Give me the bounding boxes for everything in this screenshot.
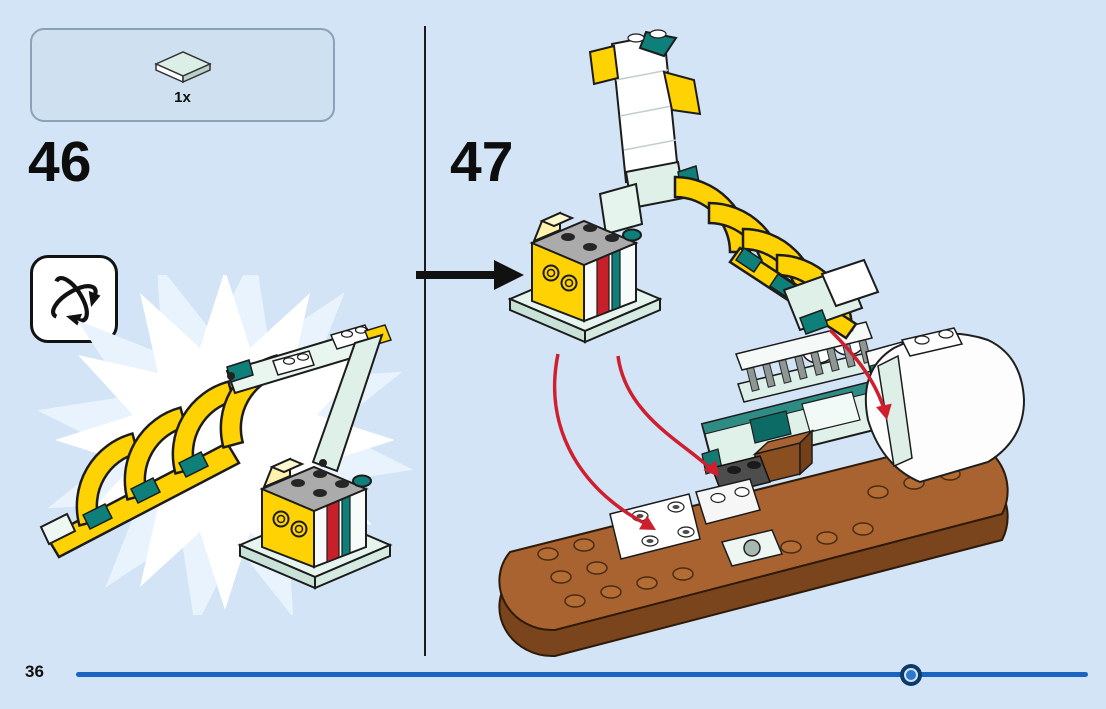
step-46-illustration	[36, 275, 414, 615]
parts-callout: 1x	[30, 28, 335, 122]
cart-assembly-47	[509, 212, 661, 343]
step-number-47: 47	[450, 130, 514, 194]
panel-divider	[424, 26, 426, 656]
progress-bar	[76, 672, 1088, 677]
rotate-arrows-glyph	[51, 276, 101, 326]
wing-assembly-46	[39, 354, 298, 559]
part-tile-icon	[153, 51, 212, 84]
white-plate-right	[695, 478, 761, 525]
page-number: 36	[25, 662, 44, 681]
step-arrow-icon	[416, 260, 524, 290]
pontoon	[864, 327, 1026, 484]
step-number-46: 46	[28, 130, 92, 194]
rotate-icon	[30, 255, 118, 343]
wing-fan	[673, 175, 880, 340]
white-column	[588, 29, 702, 236]
held-assembly	[509, 29, 880, 343]
part-count-label: 1x	[174, 89, 191, 106]
progress-knob-core	[904, 668, 918, 682]
white-plate-left	[609, 493, 701, 560]
placement-arrows	[552, 328, 895, 537]
wing-top-plate-46	[225, 324, 393, 473]
progress-knob	[900, 664, 922, 686]
porthole-piece	[720, 529, 784, 567]
step-47-illustration	[498, 29, 1026, 658]
